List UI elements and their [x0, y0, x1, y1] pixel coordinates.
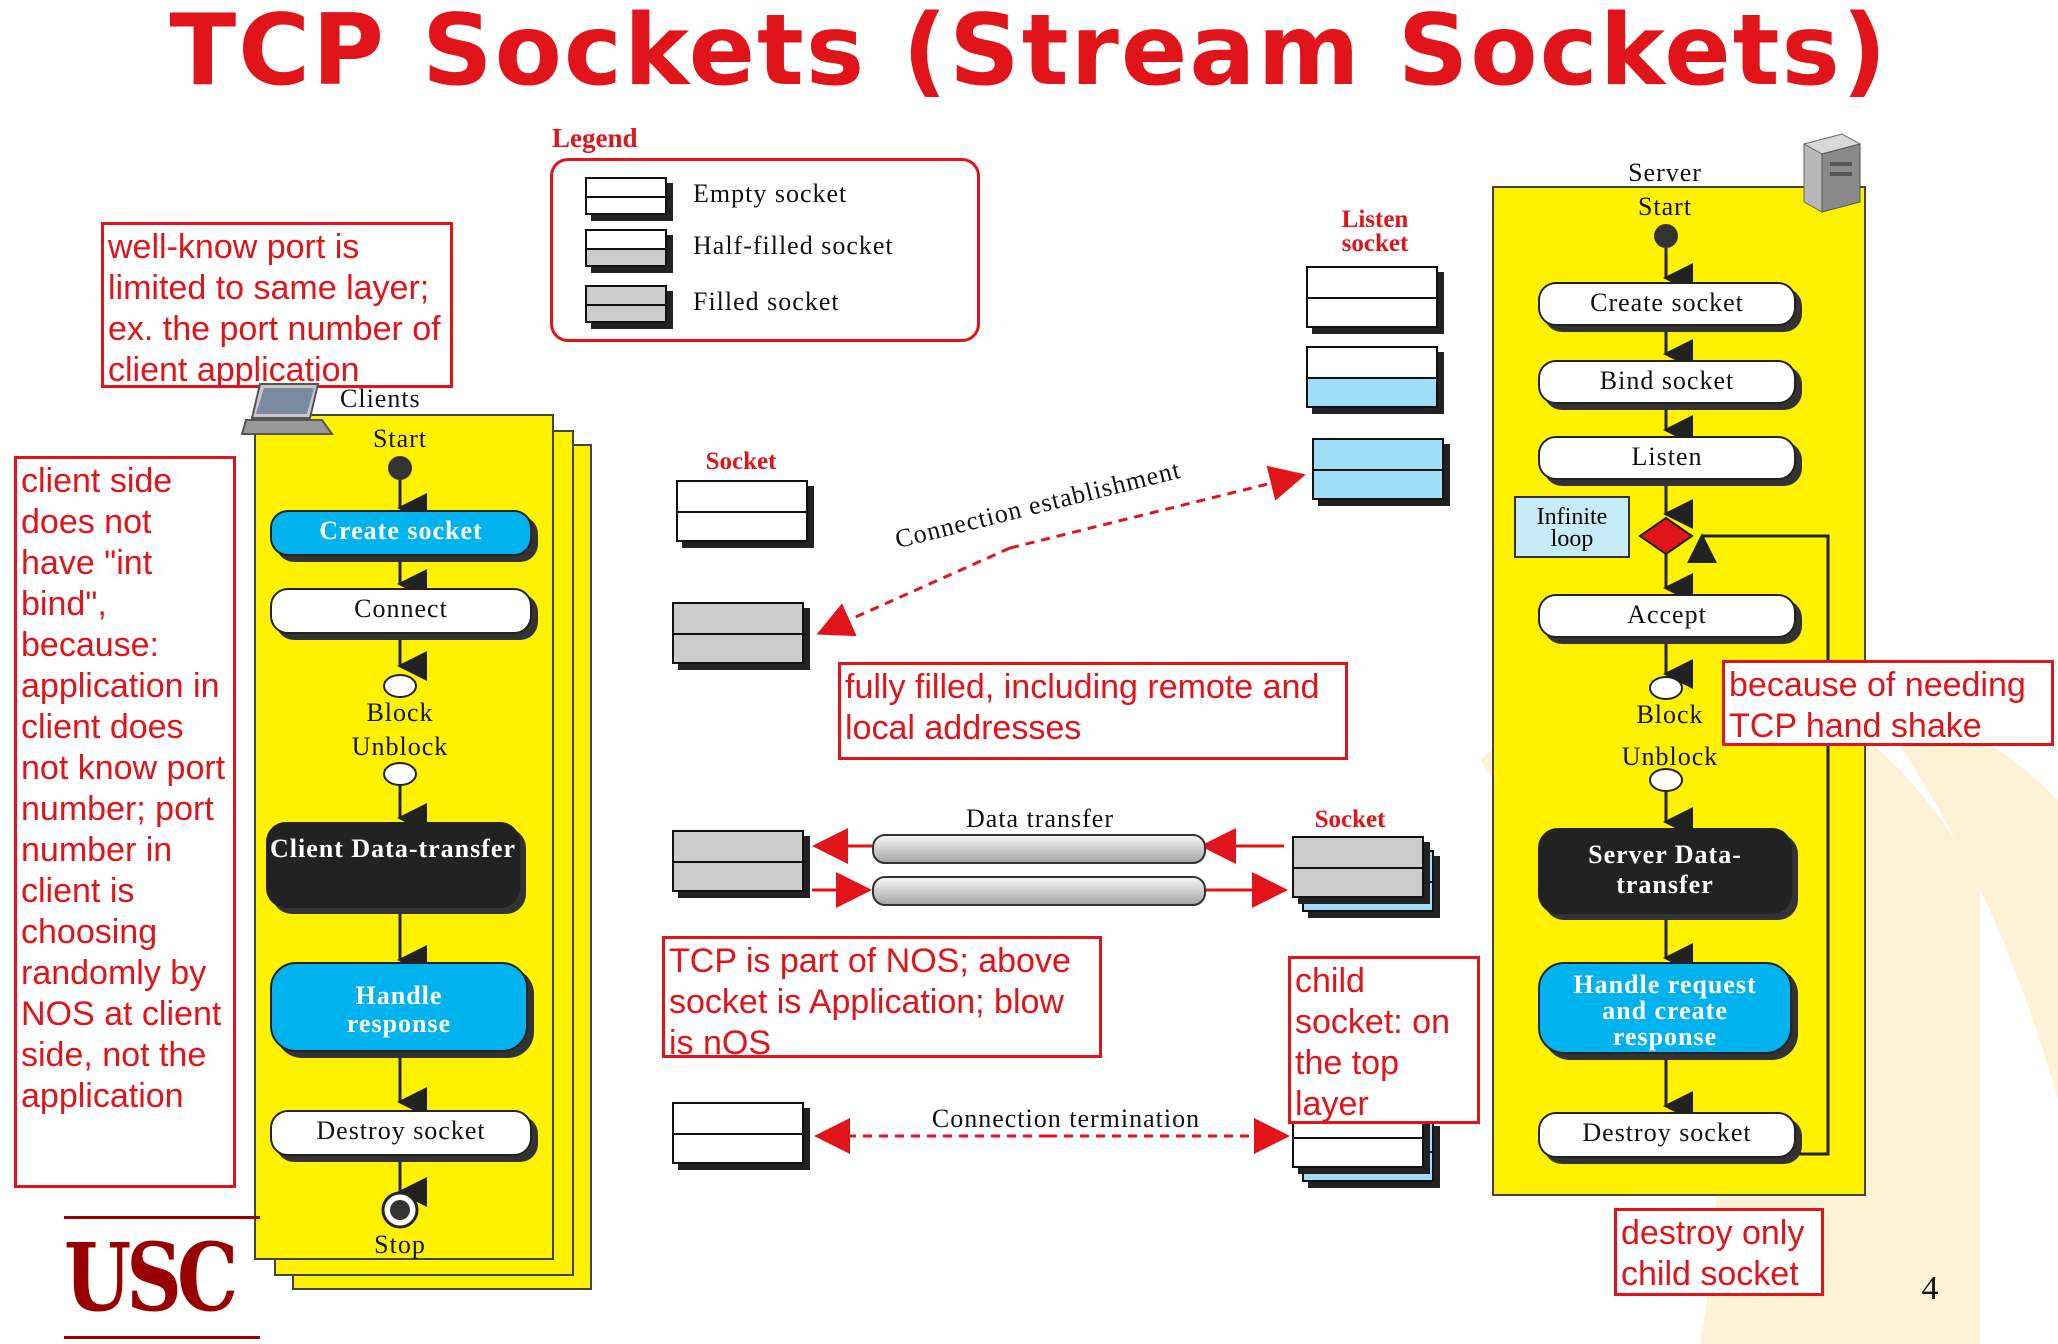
page-title: TCP Sockets (Stream Sockets) [169, 0, 1889, 108]
client-closed-socket [672, 1102, 804, 1164]
listen-socket-half [1306, 346, 1438, 408]
server-block-label: Block [1636, 700, 1704, 729]
connection-termination-label: Connection termination [931, 1104, 1201, 1133]
note-child-socket: child socket: on the top layer [1288, 956, 1480, 1124]
server-tower-icon [1802, 133, 1862, 213]
client-handle-response: Handle response [270, 962, 528, 1052]
server-data-transfer: Server Data-transfer [1538, 828, 1792, 914]
note-destroy-child: destroy only child socket [1614, 1208, 1824, 1296]
server-unblock-label: Unblock [1621, 742, 1719, 771]
client-data-transfer: Client Data-transfer [266, 822, 520, 908]
legend-box: Empty socket Half-filled socket Filled s… [550, 158, 980, 342]
server-handle-request: Handle request and create response [1538, 962, 1792, 1054]
legend-item-label: Empty socket [693, 179, 848, 208]
client-socket-empty [676, 480, 808, 542]
server-create-socket: Create socket [1538, 282, 1796, 326]
listen-socket-label: Listen socket [1341, 206, 1409, 257]
client-socket-filled [672, 602, 804, 664]
note-fully-filled: fully filled, including remote and local… [838, 662, 1348, 760]
note-handshake: because of needing TCP hand shake [1722, 660, 2054, 746]
infinite-loop-note: Infinite loop [1514, 496, 1630, 558]
child-socket-front [1292, 836, 1424, 898]
client-connect: Connect [270, 588, 532, 634]
server-accept: Accept [1538, 594, 1796, 638]
data-transfer-label: Data transfer [966, 804, 1114, 833]
server-header: Server [1628, 158, 1702, 187]
server-listen: Listen [1538, 436, 1796, 480]
usc-logo: USC [64, 1223, 238, 1333]
server-socket-label: Socket [1314, 806, 1386, 833]
note-client-side: client side does not have "int bind", be… [14, 456, 236, 1188]
filled-socket-icon [585, 285, 667, 323]
logo-rule-top [64, 1216, 260, 1219]
server-flow-lines [1638, 224, 1830, 1156]
server-start-label: Start [1637, 192, 1693, 221]
client-start-label: Start [372, 424, 428, 453]
client-block-label: Block [366, 698, 434, 727]
note-well-known-port: well-know port is limited to same layer;… [101, 222, 453, 389]
clients-header: Clients [340, 384, 421, 413]
client-unblock-label: Unblock [351, 732, 449, 761]
client-create-socket: Create socket [270, 510, 532, 556]
legend-item-label: Filled socket [693, 287, 840, 316]
half-filled-socket-icon [585, 229, 667, 267]
server-bind-socket: Bind socket [1538, 360, 1796, 404]
note-tcp-nos: TCP is part of NOS; above socket is Appl… [662, 936, 1102, 1062]
laptop-icon [240, 383, 334, 435]
logo-rule-bottom [64, 1336, 260, 1339]
empty-socket-icon [585, 177, 667, 215]
listen-socket-filled [1312, 438, 1444, 500]
client-destroy-socket: Destroy socket [270, 1110, 532, 1156]
client-flow-lines [381, 456, 427, 1229]
client-transfer-socket [672, 830, 804, 892]
page-number: 4 [1921, 1270, 1939, 1307]
server-destroy-socket: Destroy socket [1538, 1112, 1796, 1158]
legend-item-label: Half-filled socket [693, 231, 894, 260]
client-socket-label: Socket [705, 448, 777, 475]
client-stop-label: Stop [374, 1230, 426, 1259]
legend-heading: Legend [552, 123, 638, 153]
data-pipe-top [872, 834, 1206, 864]
data-pipe-bottom [872, 876, 1206, 906]
listen-socket-empty [1306, 266, 1438, 328]
